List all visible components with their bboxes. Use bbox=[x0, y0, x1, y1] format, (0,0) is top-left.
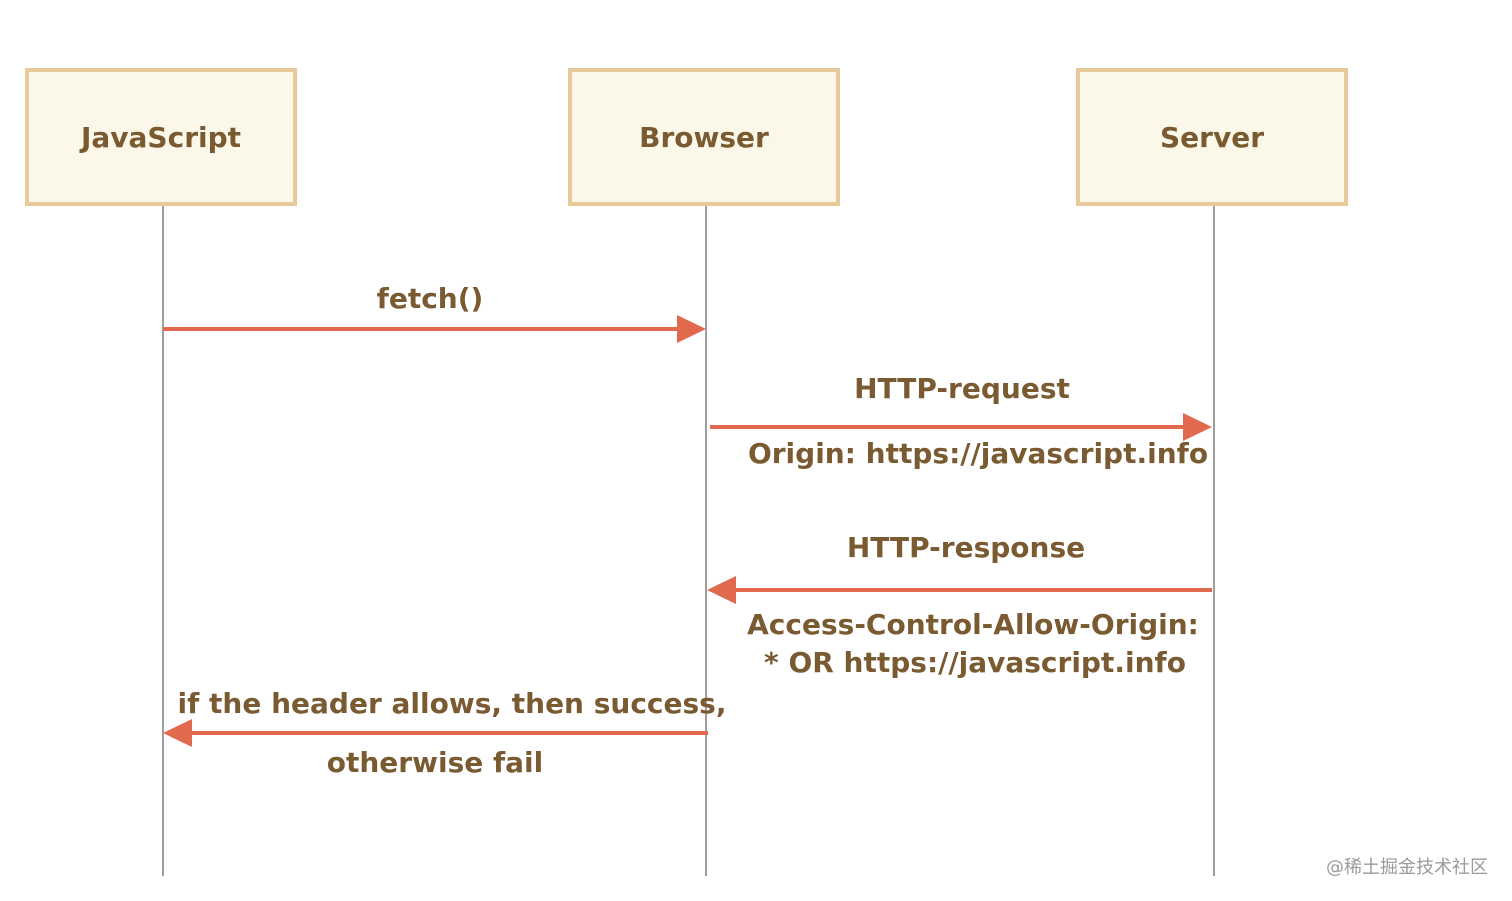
watermark: @稀土掘金技术社区 bbox=[1326, 857, 1488, 878]
actor-javascript: JavaScript bbox=[25, 68, 297, 206]
message-http-response-label: HTTP-response bbox=[846, 531, 1086, 564]
actor-server-label: Server bbox=[1159, 120, 1264, 154]
acao-header-line1: Access-Control-Allow-Origin: bbox=[747, 608, 1199, 641]
arrow-http-request bbox=[710, 413, 1212, 441]
result-line2: otherwise fail bbox=[326, 746, 544, 779]
arrow-fetch bbox=[163, 315, 706, 343]
actor-browser: Browser bbox=[568, 68, 840, 206]
actor-server: Server bbox=[1076, 68, 1348, 206]
message-http-request-label: HTTP-request bbox=[854, 372, 1070, 405]
origin-header-label: Origin: https://javascript.info bbox=[747, 437, 1209, 470]
actor-browser-label: Browser bbox=[639, 120, 769, 154]
actor-javascript-label: JavaScript bbox=[80, 120, 242, 154]
arrow-http-response bbox=[707, 576, 1212, 604]
acao-header-line2: * OR https://javascript.info bbox=[764, 646, 1186, 679]
message-fetch-label: fetch() bbox=[376, 282, 484, 315]
arrow-result bbox=[163, 719, 708, 747]
result-line1: if the header allows, then success, bbox=[177, 687, 727, 720]
